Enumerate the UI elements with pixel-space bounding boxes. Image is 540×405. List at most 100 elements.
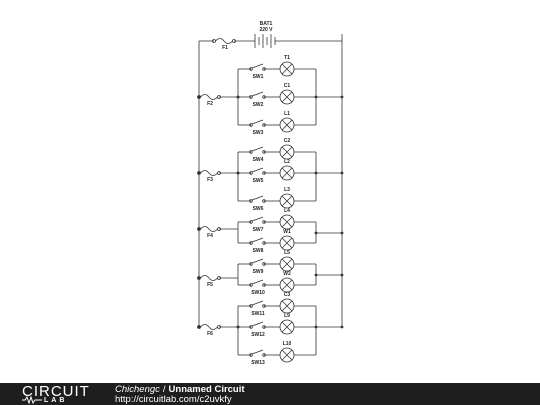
switch-terminal: [249, 123, 253, 127]
junction-dot: [197, 171, 201, 175]
switch-blade: [251, 300, 264, 306]
junction-dot: [314, 171, 318, 175]
switch-terminal: [249, 67, 253, 71]
switch-terminal: [249, 283, 253, 287]
switch-terminal: [262, 123, 266, 127]
lamp-symbol: [279, 117, 295, 133]
lamp-label: C2: [284, 138, 291, 144]
battery-name-label: BAT1: [260, 21, 273, 27]
switch-terminal: [262, 304, 266, 308]
switch-blade: [251, 195, 264, 201]
circuit-url-link[interactable]: http://circuitlab.com/c2uvkfy: [115, 394, 232, 405]
lamp-symbol: [279, 61, 295, 77]
junction-dot: [197, 95, 201, 99]
lamp-cross: [281, 237, 293, 249]
lamp-label: W1: [283, 229, 291, 235]
lamp-symbol: [279, 214, 295, 230]
fuse-label: F6: [207, 331, 213, 337]
lamp-symbol: [279, 277, 295, 293]
lamp-label: L3: [284, 187, 290, 193]
lamp-symbol: [279, 319, 295, 335]
switch-terminal: [262, 171, 266, 175]
lamp-symbol: [279, 89, 295, 105]
junction-dot: [236, 325, 240, 329]
switch-terminal: [249, 325, 253, 329]
switch-label: SW1: [253, 74, 264, 80]
fuse-label: F2: [207, 101, 213, 107]
switch-terminal: [262, 262, 266, 266]
switch-terminal: [262, 150, 266, 154]
switch-terminal: [249, 199, 253, 203]
junction-dot: [314, 231, 318, 235]
switch-label: SW11: [251, 311, 265, 317]
junction-dot: [197, 276, 201, 280]
logo-wave-icon: [22, 396, 42, 404]
switch-blade: [251, 237, 264, 243]
switch-terminal: [249, 220, 253, 224]
author-link[interactable]: Chichengc: [115, 384, 160, 395]
switch-label: SW10: [251, 290, 265, 296]
switch-blade: [251, 279, 264, 285]
switch-blade: [251, 349, 264, 355]
circuitlab-logo: CIRCUIT: [22, 383, 90, 400]
switch-label: SW13: [251, 360, 265, 366]
lamp-symbol: [279, 298, 295, 314]
lamp-cross: [281, 321, 293, 333]
wires: [198, 34, 343, 361]
junction-dot: [340, 95, 344, 99]
fuse-symbol: [200, 94, 218, 100]
lamp-cross: [281, 119, 293, 131]
switch-label: SW6: [253, 206, 264, 212]
components: [197, 38, 295, 363]
lamp-label: C3: [284, 292, 291, 298]
lamp-cross: [281, 91, 293, 103]
lamp-symbol: [279, 165, 295, 181]
switch-blade: [251, 119, 264, 125]
switch-terminal: [262, 325, 266, 329]
lamp-label: L1: [284, 111, 290, 117]
switch-blade: [251, 91, 264, 97]
switch-label: SW7: [253, 227, 264, 233]
fuse-symbol: [215, 38, 233, 44]
switch-terminal: [249, 304, 253, 308]
switch-blade: [251, 167, 264, 173]
junction-dot: [340, 273, 344, 277]
junction-dots: [197, 95, 344, 329]
switch-terminal: [249, 353, 253, 357]
lamp-label: L5: [284, 250, 290, 256]
fuse-symbol: [200, 275, 218, 281]
switch-blade: [251, 146, 264, 152]
lamp-cross: [281, 167, 293, 179]
lamp-cross: [281, 195, 293, 207]
lamp-label: C1: [284, 83, 291, 89]
switch-terminal: [249, 150, 253, 154]
lamp-label: L4: [284, 208, 290, 214]
fuse-symbol: [200, 324, 218, 330]
lamp-label: L10: [283, 341, 292, 347]
junction-dot: [314, 325, 318, 329]
fuse-symbol: [200, 226, 218, 232]
lamp-label: L2: [284, 159, 290, 165]
switch-terminal: [249, 241, 253, 245]
battery-voltage-label: 220 V: [259, 27, 273, 33]
lamp-cross: [281, 279, 293, 291]
title-separator: /: [162, 384, 166, 395]
lamp-label: W2: [283, 271, 291, 277]
switch-label: SW4: [253, 157, 264, 163]
circuitlab-logo-sub: LAB: [44, 397, 68, 404]
lamp-label: T1: [284, 55, 290, 61]
footer-bar: CIRCUIT LAB Chichengc/Unnamed Circuit ht…: [0, 383, 540, 405]
fuse-label: F1: [222, 45, 228, 51]
lamp-cross: [281, 63, 293, 75]
lamp-symbol: [279, 347, 295, 363]
lamp-label: L9: [284, 313, 290, 319]
lamp-cross: [281, 349, 293, 361]
lamp-symbol: [279, 144, 295, 160]
switch-terminal: [262, 95, 266, 99]
switch-label: SW8: [253, 248, 264, 254]
junction-dot: [340, 171, 344, 175]
switch-terminal: [249, 171, 253, 175]
junction-dot: [314, 273, 318, 277]
